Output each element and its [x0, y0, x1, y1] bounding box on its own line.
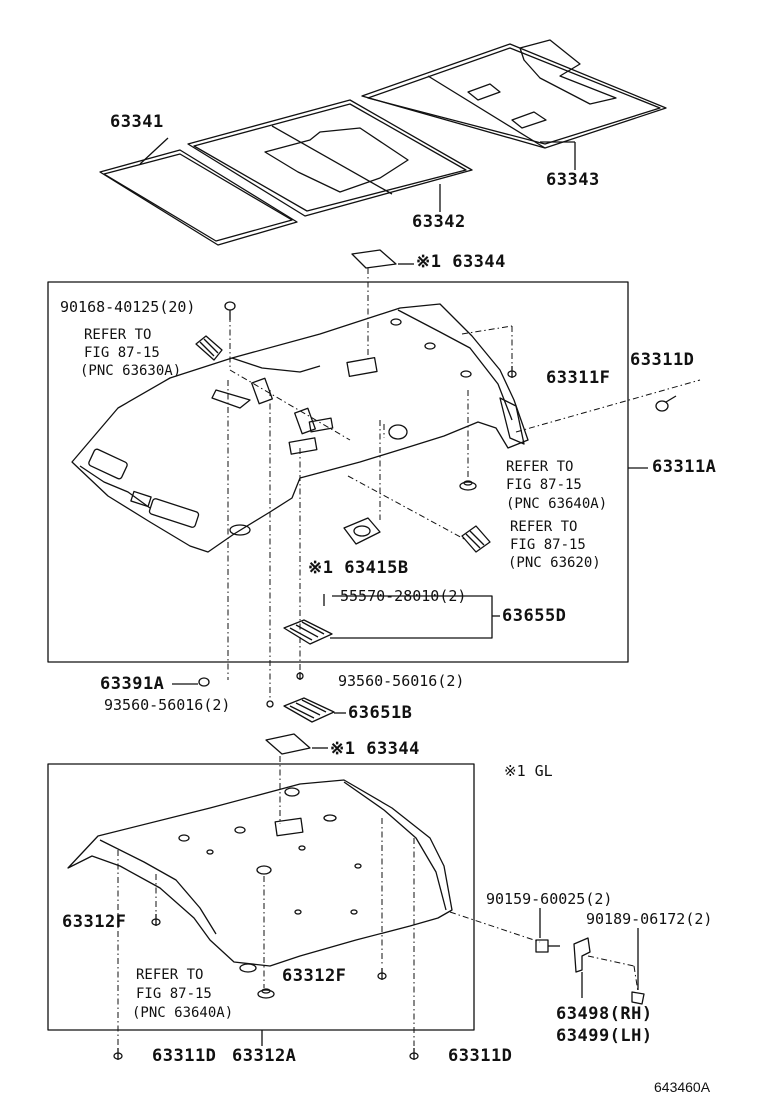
label-63311F: 63311F [546, 368, 611, 388]
panel-63343 [361, 39, 667, 149]
ref2-line1: REFER TO [506, 459, 574, 475]
panel-63341 [99, 149, 298, 246]
ref2-line2: FIG 87-15 [506, 477, 582, 493]
label-63498: 63498(RH) [556, 1004, 653, 1024]
clip-63391A [172, 677, 210, 687]
label-55570: 55570-28010(2) [340, 587, 467, 605]
dome-lamp-base-63415B [343, 517, 381, 545]
label-63311D-right: 63311D [630, 350, 695, 370]
label-63343: 63343 [546, 170, 600, 190]
assembly-frame-63312A [47, 763, 475, 1031]
label-63342: 63342 [412, 212, 466, 232]
label-90159: 90159-60025(2) [486, 890, 613, 908]
bracket-63498-63499 [573, 937, 591, 998]
label-63311A: 63311A [652, 457, 717, 477]
headliner-63312A [67, 779, 453, 973]
note-gl: ※1 GL [504, 762, 553, 780]
label-63655D: 63655D [502, 606, 567, 626]
clip-63640A-upper [459, 480, 477, 491]
clip-63312F-mid [377, 968, 387, 980]
ref4-line3: (PNC 63640A) [132, 1005, 234, 1021]
panel-63342 [187, 99, 473, 217]
label-63312F-mid: 63312F [282, 966, 347, 986]
ref4-line2: FIG 87-15 [136, 986, 212, 1002]
clip-63311D-bl [113, 1048, 123, 1060]
headliner-63311A [71, 303, 529, 553]
ref2-line3: (PNC 63640A) [506, 496, 608, 512]
ref1-line2: FIG 87-15 [84, 345, 160, 361]
label-63344-top: ※1 63344 [416, 252, 506, 272]
clip-63640A-lower [257, 988, 275, 999]
bolt-90159 [535, 939, 560, 953]
label-63499: 63499(LH) [556, 1026, 653, 1046]
ref3-line1: REFER TO [510, 519, 578, 535]
ref3-line3: (PNC 63620) [508, 555, 601, 571]
clip-63311F [507, 366, 517, 378]
ref1-line3: (PNC 63630A) [80, 363, 182, 379]
assembly-frame-63311A [47, 281, 629, 663]
screw-93560-right [296, 672, 304, 680]
clip-63312F-left [151, 914, 161, 926]
ref4-line1: REFER TO [136, 967, 204, 983]
label-90189: 90189-06172(2) [586, 910, 713, 928]
label-93560-left: 93560-56016(2) [104, 696, 231, 714]
ref3-line2: FIG 87-15 [510, 537, 586, 553]
label-90168: 90168-40125(20) [60, 298, 196, 316]
fastener-63655D [283, 594, 333, 645]
clip-63311D-br [409, 1048, 419, 1060]
diagram-code: 643460A [654, 1079, 711, 1095]
label-63312F-left: 63312F [62, 912, 127, 932]
clip-90189 [631, 928, 645, 1005]
label-63415B: ※1 63415B [308, 558, 409, 578]
pad-63344-bottom [265, 733, 328, 755]
label-63312A: 63312A [232, 1046, 297, 1066]
clip-63311D-right [655, 395, 677, 412]
ref1-line1: REFER TO [84, 327, 152, 343]
fastener-63651B [283, 697, 346, 723]
assist-grip-63620 [461, 525, 491, 553]
pad-63344-top [351, 249, 414, 269]
label-63344-bottom: ※1 63344 [330, 739, 420, 759]
label-63391A: 63391A [100, 674, 165, 694]
label-93560-right: 93560-56016(2) [338, 672, 465, 690]
screw-93560-left [266, 700, 274, 708]
assist-grip-63630A [195, 335, 223, 361]
label-63311D-bl: 63311D [152, 1046, 217, 1066]
label-63311D-br: 63311D [448, 1046, 513, 1066]
label-63651B: 63651B [348, 703, 413, 723]
label-63341: 63341 [110, 112, 164, 132]
